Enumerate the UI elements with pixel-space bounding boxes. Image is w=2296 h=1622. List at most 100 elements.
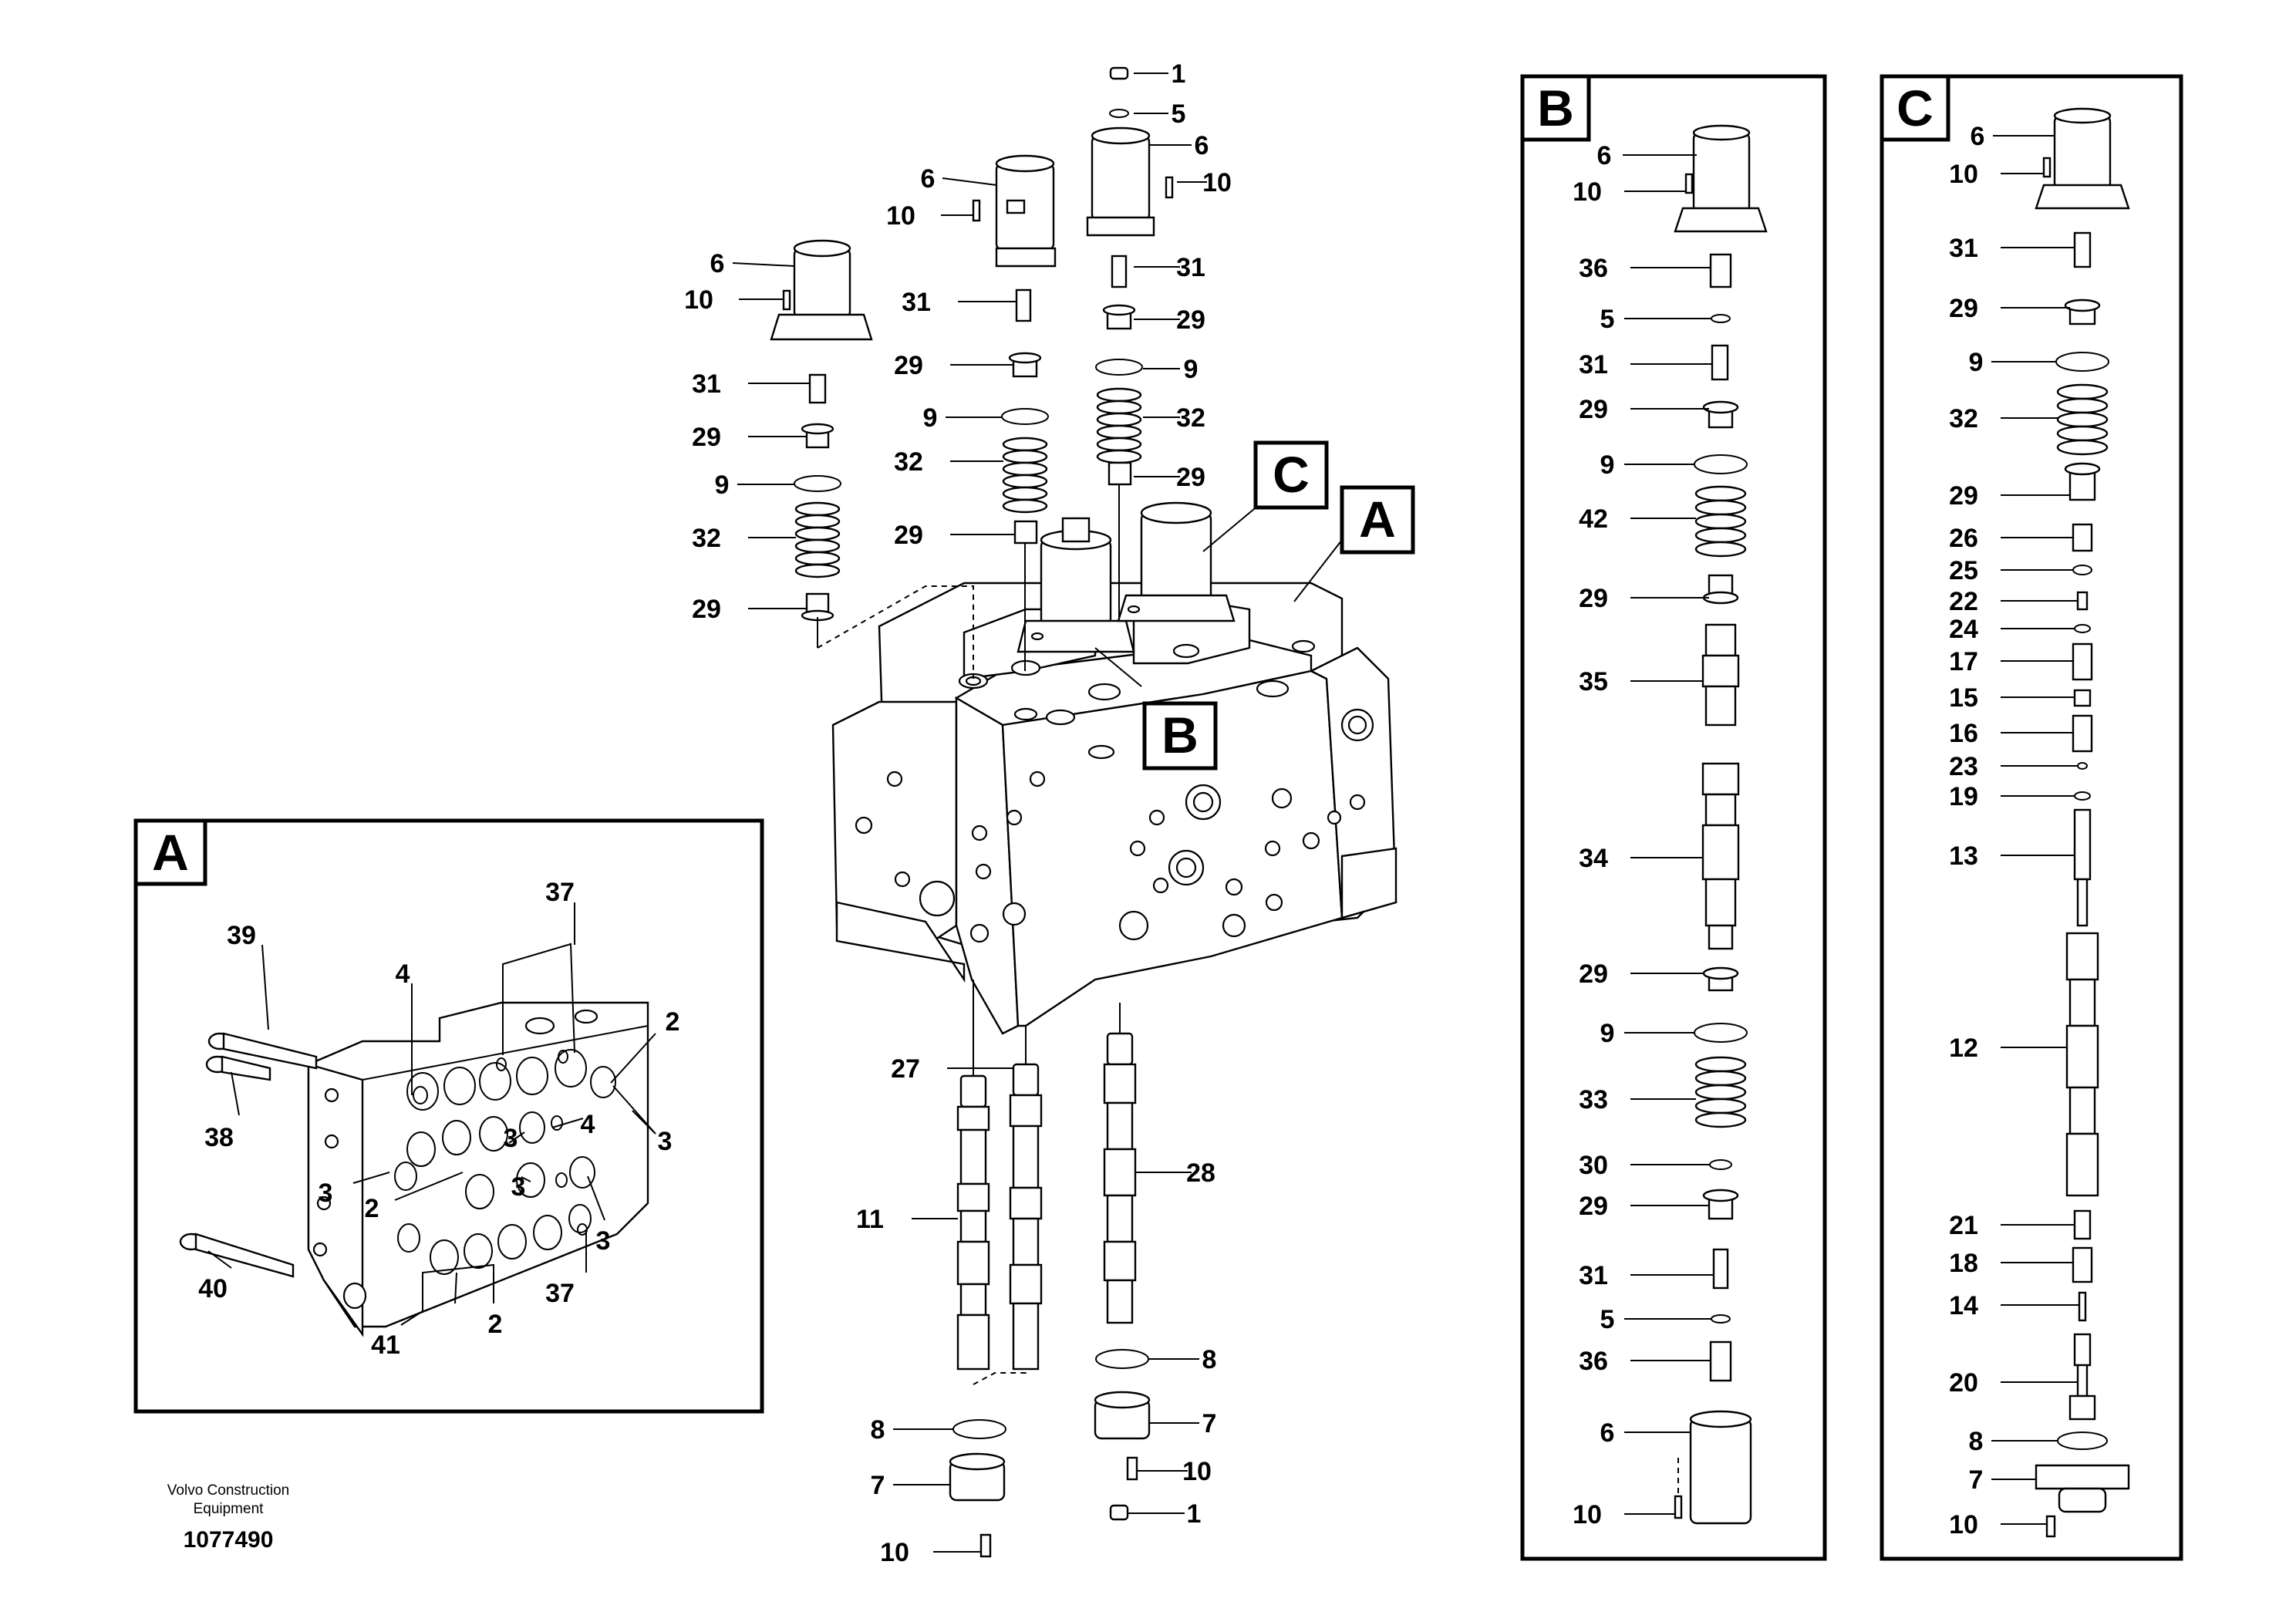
bolt-39 xyxy=(207,1032,318,1070)
callout-b-35: 35 xyxy=(1579,667,1608,696)
callout-b-5a: 5 xyxy=(1600,305,1615,334)
callout-m-29e: 29 xyxy=(692,423,721,452)
document-number: 1077490 xyxy=(184,1527,274,1553)
callout-a-40: 40 xyxy=(198,1274,228,1303)
callout-b-31a: 31 xyxy=(1579,350,1608,379)
callout-c-7: 7 xyxy=(1969,1465,1984,1495)
main-leaders xyxy=(732,73,1343,1553)
callouts-inset-c: 6103129932292625222417151623191312211814… xyxy=(1949,122,1984,1539)
callout-c-17: 17 xyxy=(1949,647,1978,676)
callout-m-8a: 8 xyxy=(871,1415,885,1445)
callout-c-12: 12 xyxy=(1949,1034,1978,1063)
callout-c-31: 31 xyxy=(1949,234,1978,263)
callout-m-29f: 29 xyxy=(692,595,721,624)
credit-block: Volvo Construction Equipment 1077490 xyxy=(167,1482,289,1553)
callout-m-31c: 31 xyxy=(692,369,721,399)
section-label-b-main: B xyxy=(1142,701,1218,771)
callout-c-10a: 10 xyxy=(1949,160,1978,189)
manufacturer-line-2: Equipment xyxy=(194,1501,265,1517)
callout-b-9a: 9 xyxy=(1600,450,1615,480)
callout-a-2c: 2 xyxy=(488,1310,503,1339)
callout-b-30: 30 xyxy=(1579,1151,1608,1180)
callout-a-37b: 37 xyxy=(545,1279,575,1308)
pilot-cap-installed-c xyxy=(1117,501,1236,622)
section-letter-a: A xyxy=(1359,491,1396,548)
callout-m-29c: 29 xyxy=(894,351,923,380)
spool-28 xyxy=(1103,1003,1137,1324)
callout-a-4b: 4 xyxy=(581,1110,595,1139)
section-letter-c: C xyxy=(1273,446,1310,503)
inset-b: B xyxy=(1520,74,1827,1561)
callout-a-3c: 3 xyxy=(319,1179,333,1208)
callout-c-14: 14 xyxy=(1949,1291,1978,1320)
pilot-stack-middle xyxy=(972,154,1057,671)
spring-33 xyxy=(1694,1056,1747,1128)
callout-c-15: 15 xyxy=(1949,683,1978,713)
callout-m-31b: 31 xyxy=(902,288,931,317)
callout-c-32: 32 xyxy=(1949,404,1978,433)
callout-b-34: 34 xyxy=(1579,844,1608,873)
spring-32-c xyxy=(2056,383,2109,456)
callout-m-10e: 10 xyxy=(1182,1457,1212,1486)
callout-a-37a: 37 xyxy=(545,878,575,907)
callout-a-41: 41 xyxy=(371,1330,400,1360)
inset-b-letter: B xyxy=(1537,79,1574,137)
callout-a-39: 39 xyxy=(227,921,256,950)
callout-c-13: 13 xyxy=(1949,841,1978,871)
callout-b-29a: 29 xyxy=(1579,395,1608,424)
section-label-a-main: A xyxy=(1340,485,1415,555)
callout-m-9c: 9 xyxy=(715,470,730,500)
callout-m-6c: 6 xyxy=(710,249,725,278)
callout-b-29b: 29 xyxy=(1579,584,1608,613)
pilot-cap-installed-b xyxy=(1017,517,1135,653)
inset-c: C xyxy=(1880,74,2183,1561)
callout-a-3d: 3 xyxy=(511,1172,526,1202)
callout-m-1b: 1 xyxy=(1187,1499,1202,1529)
pilot-stack-right xyxy=(1086,66,1174,617)
callout-a-4a: 4 xyxy=(396,959,410,989)
callout-a-3a: 3 xyxy=(658,1127,673,1156)
section-label-c-main: C xyxy=(1253,440,1329,510)
spring-right xyxy=(1096,387,1142,464)
callout-m-6a: 6 xyxy=(1195,131,1209,160)
spool-27 xyxy=(973,1026,1043,1385)
callout-m-31a: 31 xyxy=(1176,253,1205,282)
callout-b-10b: 10 xyxy=(1573,1500,1602,1529)
bolt-40 xyxy=(179,1233,295,1278)
bolt-38 xyxy=(205,1055,271,1081)
callout-m-27: 27 xyxy=(891,1054,920,1084)
callout-c-22: 22 xyxy=(1949,587,1978,616)
callout-b-31b: 31 xyxy=(1579,1261,1608,1290)
pilot-stack-left xyxy=(770,239,974,679)
callout-b-9b: 9 xyxy=(1600,1019,1615,1048)
callout-a-3e: 3 xyxy=(596,1226,611,1256)
callout-m-29b: 29 xyxy=(1176,463,1205,492)
callout-b-6b: 6 xyxy=(1600,1418,1615,1448)
callout-m-8b: 8 xyxy=(1202,1345,1217,1374)
callout-c-29b: 29 xyxy=(1949,481,1978,511)
spring-left xyxy=(794,501,841,578)
callout-m-6b: 6 xyxy=(921,164,936,194)
callout-c-29a: 29 xyxy=(1949,294,1978,323)
callout-b-5b: 5 xyxy=(1600,1305,1615,1334)
manufacturer-line-1: Volvo Construction xyxy=(167,1482,289,1499)
callout-a-2a: 2 xyxy=(666,1007,680,1037)
callout-m-10d: 10 xyxy=(880,1538,909,1567)
callout-m-28: 28 xyxy=(1186,1158,1215,1188)
callout-c-18: 18 xyxy=(1949,1249,1978,1278)
spring-middle xyxy=(1002,437,1048,514)
callout-c-25: 25 xyxy=(1949,556,1978,585)
callout-m-10b: 10 xyxy=(886,201,915,231)
callout-c-10b: 10 xyxy=(1949,1510,1978,1539)
callout-b-36b: 36 xyxy=(1579,1347,1608,1376)
callout-m-32c: 32 xyxy=(692,524,721,553)
callout-m-9a: 9 xyxy=(1184,355,1199,384)
callout-m-29a: 29 xyxy=(1176,305,1205,335)
lower-cover-right xyxy=(1094,1349,1151,1521)
callout-m-10a: 10 xyxy=(1202,168,1232,197)
spring-42 xyxy=(1694,485,1747,558)
callout-c-21: 21 xyxy=(1949,1211,1978,1240)
